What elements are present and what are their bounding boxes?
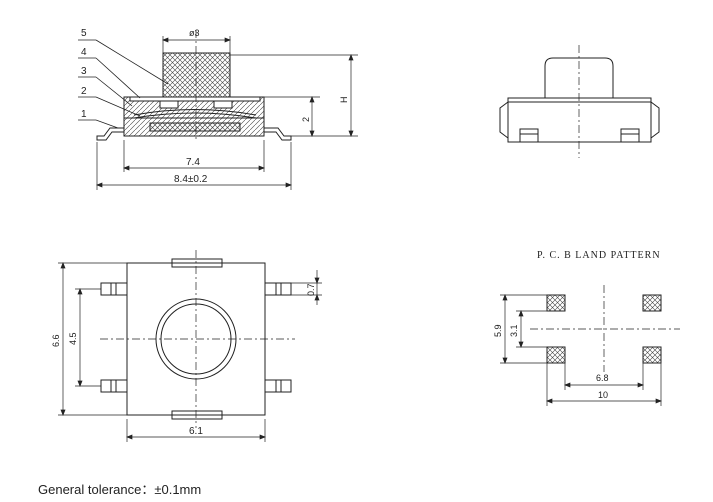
- side-dimensions: [96, 36, 358, 190]
- dim-body-height: 6.6: [51, 334, 61, 347]
- pcb-pattern-title: P. C. B LAND PATTERN: [537, 250, 661, 261]
- pad-top-right: [642, 294, 662, 312]
- dim-pin-pitch: 4.5: [68, 332, 78, 345]
- dim-base-height: 2: [301, 117, 311, 122]
- dim-body-width: 7.4: [186, 157, 200, 168]
- pad-bottom-left: [546, 346, 566, 364]
- front-view: [499, 45, 660, 158]
- pcb-dimensions: [500, 294, 662, 406]
- callouts: [78, 39, 169, 129]
- dim-pin-width: 0.7: [306, 283, 316, 296]
- side-view: [96, 30, 292, 141]
- dim-top-body-width: 6.1: [189, 426, 203, 437]
- callout-2: 2: [81, 86, 87, 97]
- callout-5: 5: [81, 28, 87, 39]
- pad-bottom-right: [642, 346, 662, 364]
- pcb-pattern: [530, 285, 680, 372]
- general-tolerance: General tolerance：±0.1mm: [38, 482, 202, 497]
- dim-total-width: 8.4±0.2: [174, 174, 208, 185]
- callout-1: 1: [81, 109, 87, 120]
- dim-cap-diameter: ø3: [189, 28, 200, 38]
- callout-3: 3: [81, 66, 87, 77]
- callout-4: 4: [81, 47, 87, 58]
- top-dimensions: [58, 262, 322, 442]
- cap: [162, 52, 231, 98]
- dim-inner-height: 3.1: [509, 324, 519, 337]
- dim-inner-width: 6.8: [596, 373, 609, 383]
- dim-outer-height: 5.9: [493, 324, 503, 337]
- pad-top-left: [546, 294, 566, 312]
- top-view: [100, 250, 295, 428]
- dim-height: H: [339, 97, 349, 104]
- dim-outer-width: 10: [598, 390, 608, 400]
